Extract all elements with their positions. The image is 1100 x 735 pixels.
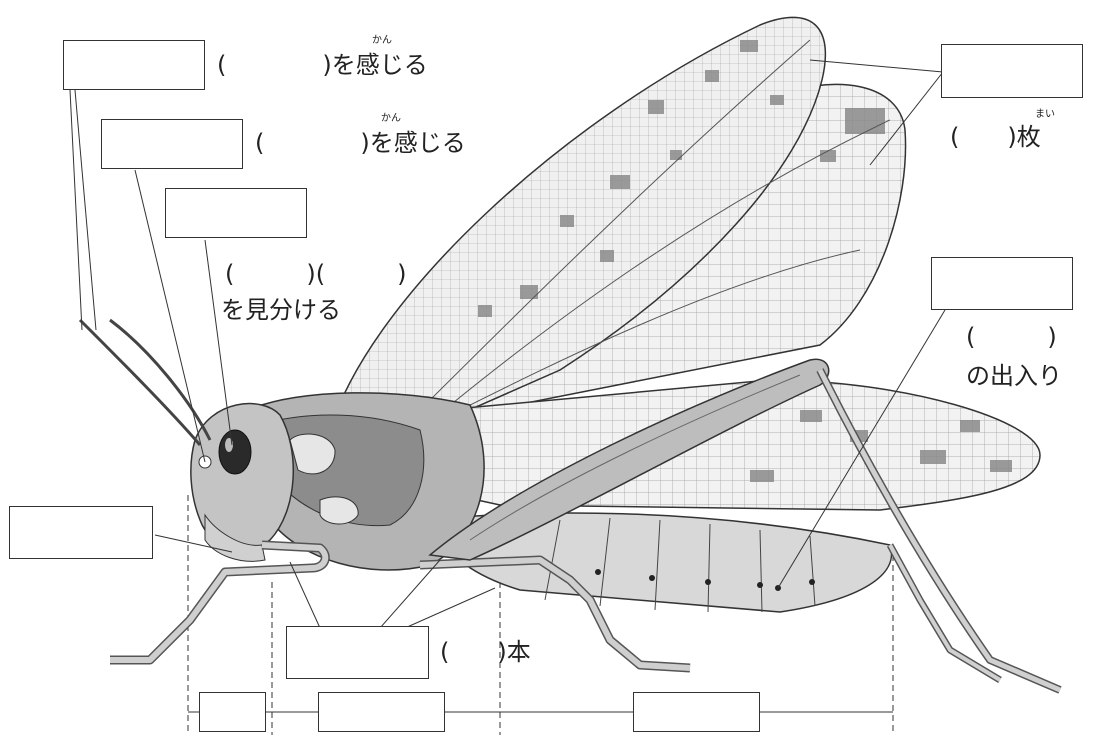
- compound-eye-label-2: を見分ける: [221, 298, 341, 322]
- leg-count-label: ( )本: [440, 640, 531, 664]
- spiracle-label-1: ( ): [966, 325, 1057, 349]
- answer-box-thorax-section[interactable]: [318, 692, 445, 732]
- answer-box-legs[interactable]: [286, 626, 429, 679]
- answer-box-antenna[interactable]: [63, 40, 205, 90]
- answer-box-abdomen-section[interactable]: [633, 692, 760, 732]
- wing-count-label: ( )枚: [950, 125, 1041, 149]
- answer-box-wings[interactable]: [941, 44, 1083, 98]
- sense2-ruby: かん: [381, 114, 401, 124]
- antennae: [80, 320, 210, 445]
- answer-box-mouth[interactable]: [9, 506, 153, 559]
- antenna-label: ( )を感じる: [217, 53, 428, 77]
- answer-box-simple-eye[interactable]: [101, 119, 243, 169]
- spiracle-label-2: の出入り: [966, 364, 1062, 388]
- wing-ruby: まい: [1035, 110, 1055, 120]
- compound-eye: [219, 430, 251, 474]
- answer-box-spiracle[interactable]: [931, 257, 1073, 310]
- answer-box-compound-eye[interactable]: [165, 188, 307, 238]
- hind-leg-far: [890, 545, 1000, 680]
- simple-eye-label: ( )を感じる: [255, 131, 466, 155]
- antenna-ruby: かん: [372, 36, 392, 46]
- compound-eye-label-1: ( )( ): [225, 262, 406, 286]
- answer-box-head-section[interactable]: [199, 692, 266, 732]
